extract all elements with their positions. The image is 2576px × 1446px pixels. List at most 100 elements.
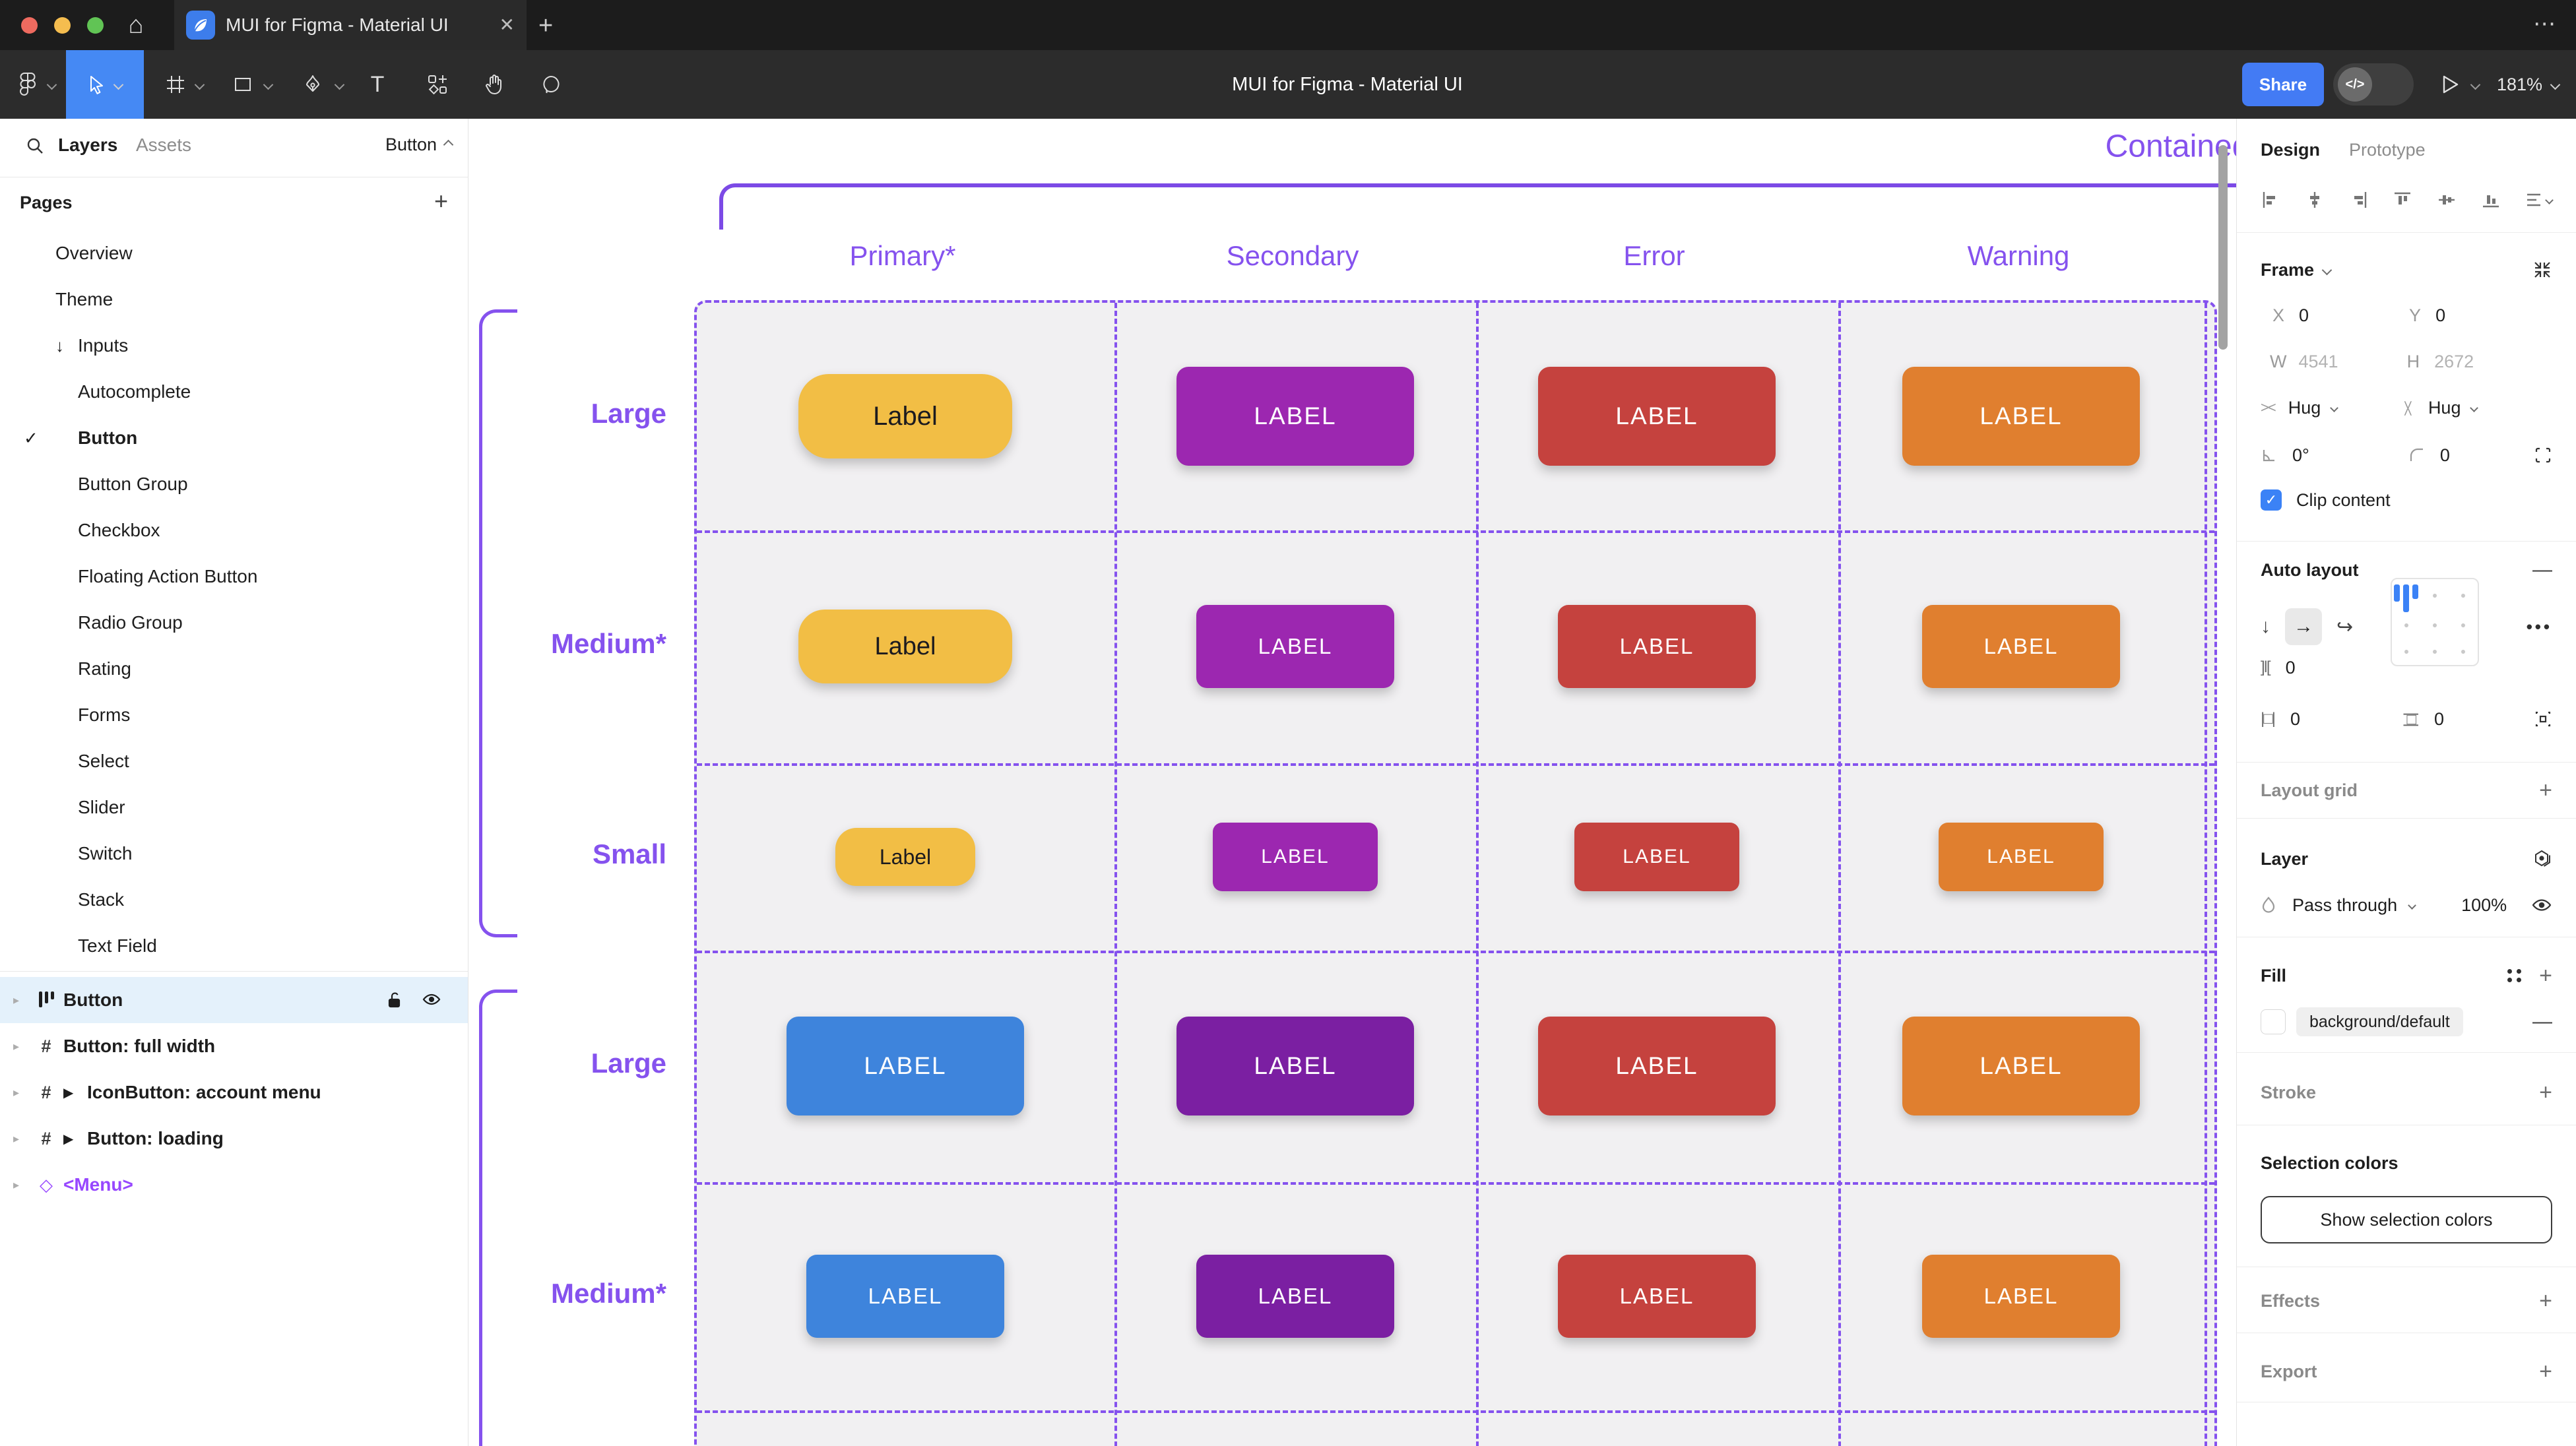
new-tab-button[interactable]: +	[538, 12, 554, 40]
mui-button-sample[interactable]: Label	[798, 610, 1012, 683]
mui-button-sample[interactable]: LABEL	[1196, 1255, 1394, 1338]
tab-assets[interactable]: Assets	[136, 135, 192, 155]
text-tool-button[interactable]: T	[370, 71, 385, 97]
page-item[interactable]: Radio Group	[0, 600, 468, 646]
page-item[interactable]: Overview	[0, 230, 468, 276]
hug-vertical-value[interactable]: Hug	[2428, 397, 2461, 418]
distribute-menu-icon[interactable]	[2525, 190, 2554, 210]
page-selector[interactable]: Button	[385, 135, 454, 155]
clip-content-checkbox[interactable]: ✓	[2261, 489, 2282, 511]
align-h-center-icon[interactable]	[2305, 190, 2325, 210]
add-fill-icon[interactable]: +	[2539, 962, 2552, 988]
layout-vertical-icon[interactable]: ↓	[2261, 615, 2270, 637]
hug-horizontal-value[interactable]: Hug	[2288, 397, 2321, 418]
rotation-value[interactable]: 0°	[2292, 445, 2309, 465]
resources-tool-button[interactable]	[422, 50, 453, 119]
page-item[interactable]: Button Group	[0, 461, 468, 507]
mui-button-sample[interactable]: Label	[798, 374, 1012, 458]
page-item[interactable]: ✓Button	[0, 415, 468, 461]
present-chevron-icon[interactable]	[2470, 79, 2481, 90]
tab-design[interactable]: Design	[2261, 139, 2321, 160]
pen-tool-button[interactable]	[298, 50, 327, 119]
mui-button-sample[interactable]: LABEL	[787, 1017, 1024, 1116]
layer-item[interactable]: ▸#Button: full width	[0, 1023, 468, 1069]
document-tab[interactable]: MUI for Figma - Material UI ✕	[174, 0, 527, 50]
add-export-icon[interactable]: +	[2539, 1358, 2552, 1384]
mui-button-sample[interactable]: LABEL	[1902, 367, 2140, 466]
tab-prototype[interactable]: Prototype	[2349, 139, 2426, 160]
independent-padding-icon[interactable]	[2534, 710, 2552, 728]
page-item[interactable]: Switch	[0, 831, 468, 877]
mui-button-sample[interactable]: LABEL	[1538, 1017, 1776, 1116]
fill-color-swatch[interactable]	[2261, 1009, 2286, 1034]
add-effect-icon[interactable]: +	[2539, 1288, 2552, 1313]
h-value[interactable]: 2672	[2434, 351, 2474, 371]
layer-item[interactable]: ▸#▶IconButton: account menu	[0, 1069, 468, 1116]
mui-button-sample[interactable]: LABEL	[1902, 1017, 2140, 1116]
shape-tool-chevron-icon[interactable]	[261, 50, 274, 119]
window-more-icon[interactable]: ⋯	[2533, 11, 2558, 36]
show-selection-colors-button[interactable]: Show selection colors	[2261, 1196, 2552, 1243]
auto-layout-more-icon[interactable]: •••	[2526, 616, 2552, 637]
shape-tool-button[interactable]	[228, 50, 257, 119]
expand-chevron-icon[interactable]: ▸	[13, 1085, 20, 1099]
page-item[interactable]: Stack	[0, 877, 468, 923]
visibility-eye-icon[interactable]	[422, 991, 441, 1009]
page-item[interactable]: Slider	[0, 784, 468, 831]
horizontal-padding-value[interactable]: 0	[2290, 708, 2300, 729]
move-tool-button[interactable]	[66, 50, 144, 119]
independent-corners-icon[interactable]	[2534, 446, 2552, 464]
collapse-arrow-icon[interactable]: ↓	[55, 335, 64, 356]
align-bottom-icon[interactable]	[2481, 190, 2501, 210]
opacity-value[interactable]: 100%	[2461, 895, 2507, 915]
align-left-icon[interactable]	[2261, 190, 2280, 210]
main-menu-figma-icon[interactable]	[15, 50, 41, 119]
tab-close-icon[interactable]: ✕	[499, 15, 515, 35]
page-item[interactable]: Select	[0, 738, 468, 784]
frame-type-chevron-icon[interactable]	[2321, 265, 2333, 275]
share-button[interactable]: Share	[2242, 63, 2324, 106]
tab-layers[interactable]: Layers	[58, 135, 118, 155]
frame-tool-chevron-icon[interactable]	[193, 50, 206, 119]
main-menu-chevron-icon[interactable]	[45, 50, 58, 119]
mui-button-sample[interactable]: LABEL	[1558, 1255, 1756, 1338]
home-icon[interactable]: ⌂	[128, 11, 144, 39]
comment-tool-button[interactable]	[536, 50, 566, 119]
window-close-button[interactable]	[21, 17, 38, 34]
align-right-icon[interactable]	[2349, 190, 2369, 210]
expand-chevron-icon[interactable]: ▸	[13, 1131, 20, 1145]
mui-button-sample[interactable]: LABEL	[1574, 823, 1739, 891]
expand-chevron-icon[interactable]: ▸	[13, 1178, 20, 1191]
layer-visibility-eye-icon[interactable]	[2531, 896, 2552, 914]
remove-fill-icon[interactable]: —	[2532, 1011, 2552, 1032]
page-item[interactable]: Text Field	[0, 923, 468, 969]
hand-tool-button[interactable]	[479, 50, 509, 119]
search-icon[interactable]	[25, 136, 45, 156]
pen-tool-chevron-icon[interactable]	[333, 50, 346, 119]
unlock-icon[interactable]	[386, 991, 403, 1009]
fill-token-chip[interactable]: background/default	[2296, 1007, 2463, 1036]
y-value[interactable]: 0	[2435, 305, 2446, 325]
zoom-menu[interactable]: 181%	[2497, 50, 2561, 119]
canvas-scrollbar[interactable]	[2218, 145, 2228, 350]
mui-button-sample[interactable]: LABEL	[806, 1255, 1004, 1338]
add-stroke-icon[interactable]: +	[2539, 1079, 2552, 1105]
mui-button-sample[interactable]: LABEL	[1922, 605, 2120, 688]
add-page-icon[interactable]: +	[434, 187, 448, 214]
layer-item[interactable]: ▸◇<Menu>	[0, 1162, 468, 1208]
w-value[interactable]: 4541	[2298, 351, 2338, 371]
page-item[interactable]: Theme	[0, 276, 468, 323]
dev-mode-toggle[interactable]: </>	[2333, 63, 2414, 106]
mui-button-sample[interactable]: LABEL	[1922, 1255, 2120, 1338]
x-value[interactable]: 0	[2299, 305, 2309, 325]
page-item[interactable]: Autocomplete	[0, 369, 468, 415]
expand-chevron-icon[interactable]: ▸	[13, 1039, 20, 1053]
window-zoom-button[interactable]	[87, 17, 104, 34]
apply-styles-icon[interactable]	[2507, 969, 2522, 982]
frame-section-title[interactable]: Frame	[2261, 259, 2315, 280]
align-top-icon[interactable]	[2393, 190, 2412, 210]
mui-button-sample[interactable]: LABEL	[1196, 605, 1394, 688]
layer-item[interactable]: ▸Button	[0, 977, 468, 1023]
mui-button-sample[interactable]: LABEL	[1558, 605, 1756, 688]
